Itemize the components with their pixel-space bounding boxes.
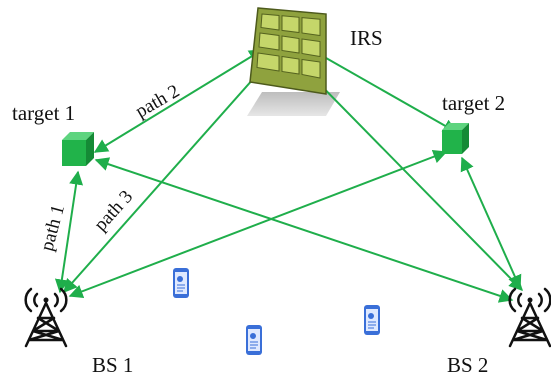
path3-label: path 3: [90, 186, 137, 235]
bs1-label: BS 1: [92, 353, 133, 377]
bs2-label: BS 2: [447, 353, 488, 377]
path1-label: path 1: [37, 202, 69, 253]
link-target2-bs1: [68, 149, 448, 299]
target1-label: target 1: [12, 101, 75, 125]
target2-label: target 2: [442, 91, 505, 115]
target1-cube-icon: [62, 132, 94, 166]
irs-shadow: [247, 92, 340, 116]
bs1-tower-icon: [24, 287, 68, 348]
irs-label: IRS: [350, 26, 383, 50]
link-target1-bs1: [54, 170, 84, 294]
irs-panel-icon: [249, 7, 327, 95]
target2-cube-icon: [442, 123, 469, 154]
link-target1-bs2: [94, 157, 514, 303]
path2-label: path 2: [132, 81, 183, 123]
bs2-tower-icon: [508, 287, 551, 348]
user-device-3: [364, 305, 380, 335]
user-device-1: [173, 268, 189, 298]
user-device-2: [246, 325, 262, 355]
link-irs-target2: [310, 49, 458, 133]
links: [54, 49, 523, 303]
link-target2-bs2: [460, 156, 522, 290]
